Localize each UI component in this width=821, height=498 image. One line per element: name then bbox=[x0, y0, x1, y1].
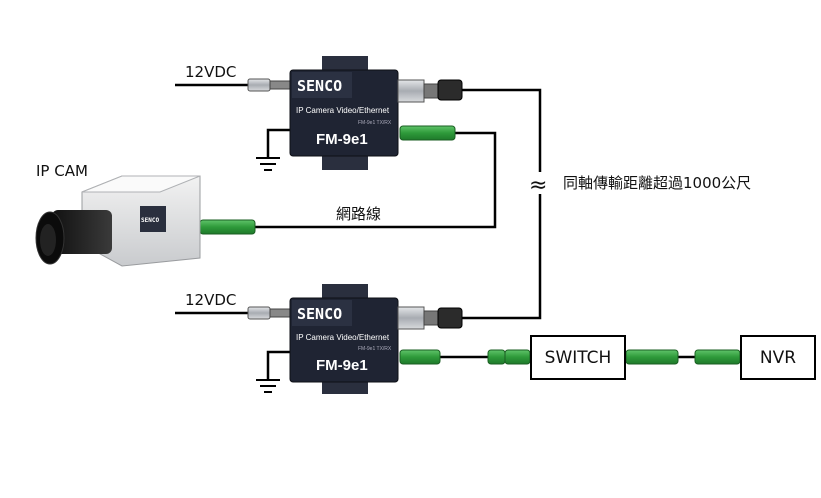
ground-icon bbox=[256, 157, 280, 171]
device-top-brand: SENCO bbox=[297, 77, 342, 95]
bnc-connector-icon bbox=[397, 306, 463, 330]
rj45-connector-icon bbox=[399, 349, 441, 365]
ground-wire-top bbox=[266, 128, 293, 158]
coax-symbol: ≈ bbox=[529, 173, 547, 198]
ethernet-wire-camera bbox=[255, 131, 497, 229]
device-bottom-model-text: IP Camera Video/Ethernet bbox=[296, 333, 390, 342]
camera-label: IP CAM bbox=[36, 162, 88, 180]
device-bottom-brand: SENCO bbox=[297, 305, 342, 323]
device-bottom-model-name: FM-9e1 bbox=[316, 357, 368, 374]
rj45-connector-icon bbox=[487, 349, 531, 365]
switch-label: SWITCH bbox=[544, 347, 612, 368]
nvr-box: NVR bbox=[740, 335, 816, 380]
dc-plug-icon bbox=[247, 78, 293, 92]
device-bottom-model-code: FM-9e1 TX/RX bbox=[358, 346, 392, 352]
device-top-model-name: FM-9e1 bbox=[316, 131, 368, 148]
bnc-connector-icon bbox=[397, 79, 463, 103]
device-top-model-text: IP Camera Video/Ethernet bbox=[296, 106, 390, 115]
power-label-bottom: 12VDC bbox=[185, 291, 236, 309]
power-label-top: 12VDC bbox=[185, 63, 236, 81]
rj45-connector-icon bbox=[399, 125, 456, 141]
ground-icon bbox=[256, 379, 280, 393]
device-top-model-code: FM-9e1 TX/RX bbox=[358, 120, 392, 126]
ip-camera-icon bbox=[35, 175, 201, 267]
nvr-label: NVR bbox=[759, 347, 797, 368]
camera-brand: SENCO bbox=[141, 217, 159, 224]
device-top bbox=[289, 56, 399, 170]
device-bottom bbox=[289, 284, 399, 394]
rj45-connector-icon bbox=[625, 349, 679, 365]
network-cable-label: 網路線 bbox=[336, 205, 381, 223]
dc-plug-icon bbox=[247, 306, 293, 320]
wires bbox=[175, 83, 742, 380]
coax-wire bbox=[462, 88, 542, 320]
switch-box: SWITCH bbox=[530, 335, 626, 380]
coax-distance-note: 同軸傳輸距離超過1000公尺 bbox=[563, 174, 751, 192]
rj45-connector-icon bbox=[694, 349, 741, 365]
ground-wire-bottom bbox=[266, 350, 293, 380]
rj45-connector-icon bbox=[199, 219, 256, 235]
